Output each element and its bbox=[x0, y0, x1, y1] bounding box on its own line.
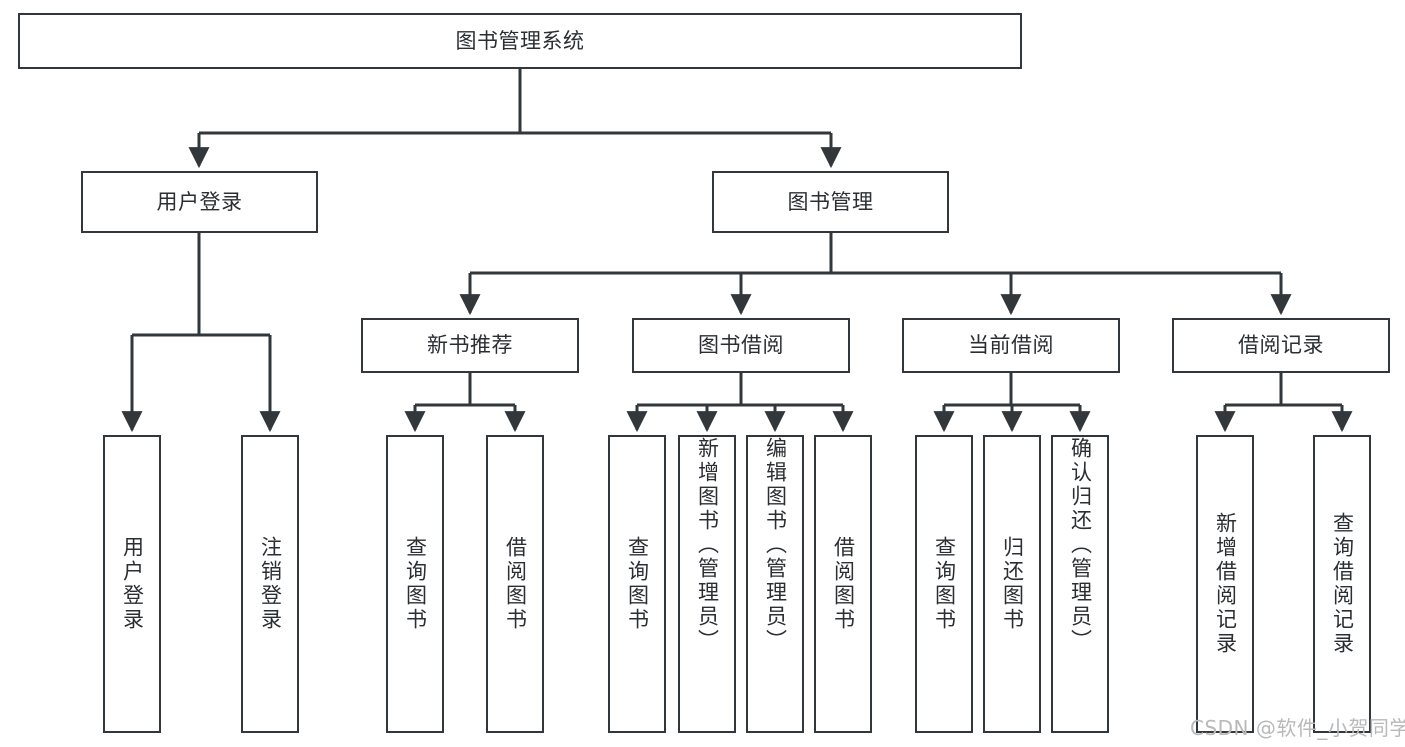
leaf-query-borrow-record[interactable]: 查询借阅记录 bbox=[1313, 435, 1371, 733]
leaf-add-book-admin[interactable]: 新增图书（管理员） bbox=[678, 435, 736, 733]
node-new-book-recommend[interactable]: 新书推荐 bbox=[361, 318, 579, 373]
leaf-add-book-admin-label: 新增图书（管理员） bbox=[695, 437, 720, 653]
leaf-return-book-label: 归还图书 bbox=[1000, 536, 1025, 632]
node-root-label: 图书管理系统 bbox=[455, 28, 585, 53]
leaf-borrow-book-nbr[interactable]: 借阅图书 bbox=[486, 435, 544, 733]
leaf-user-login-label: 用户登录 bbox=[120, 536, 145, 632]
leaf-edit-book-admin-label: 编辑图书（管理员） bbox=[763, 437, 788, 653]
leaf-borrow-book-nbr-label: 借阅图书 bbox=[503, 536, 528, 632]
leaf-add-borrow-record-label: 新增借阅记录 bbox=[1213, 512, 1238, 656]
leaf-logout-label: 注销登录 bbox=[258, 536, 283, 632]
node-root[interactable]: 图书管理系统 bbox=[18, 13, 1022, 69]
leaf-add-borrow-record[interactable]: 新增借阅记录 bbox=[1196, 435, 1254, 733]
node-current-borrow[interactable]: 当前借阅 bbox=[902, 318, 1120, 373]
leaf-query-book-cb-label: 查询图书 bbox=[932, 536, 957, 632]
node-borrow-record-label: 借阅记录 bbox=[1238, 333, 1324, 358]
leaf-query-borrow-record-label: 查询借阅记录 bbox=[1330, 512, 1355, 656]
leaf-edit-book-admin[interactable]: 编辑图书（管理员） bbox=[746, 435, 804, 733]
leaf-confirm-return-admin[interactable]: 确认归还（管理员） bbox=[1051, 435, 1109, 733]
node-user-login[interactable]: 用户登录 bbox=[81, 171, 318, 233]
leaf-query-book-nbr[interactable]: 查询图书 bbox=[386, 435, 444, 733]
leaf-confirm-return-admin-label: 确认归还（管理员） bbox=[1068, 437, 1093, 653]
node-book-borrow-label: 图书借阅 bbox=[698, 333, 784, 358]
leaf-user-login[interactable]: 用户登录 bbox=[103, 435, 161, 733]
leaf-query-book-bb-label: 查询图书 bbox=[625, 536, 650, 632]
leaf-query-book-cb[interactable]: 查询图书 bbox=[915, 435, 973, 733]
leaf-borrow-book-bb[interactable]: 借阅图书 bbox=[814, 435, 872, 733]
leaf-return-book[interactable]: 归还图书 bbox=[983, 435, 1041, 733]
node-book-borrow[interactable]: 图书借阅 bbox=[632, 318, 850, 373]
node-user-login-label: 用户登录 bbox=[156, 189, 243, 214]
node-book-management-label: 图书管理 bbox=[787, 189, 874, 214]
node-new-book-recommend-label: 新书推荐 bbox=[427, 333, 513, 358]
leaf-borrow-book-bb-label: 借阅图书 bbox=[831, 536, 856, 632]
leaf-query-book-nbr-label: 查询图书 bbox=[403, 536, 428, 632]
leaf-logout[interactable]: 注销登录 bbox=[241, 435, 299, 733]
node-borrow-record[interactable]: 借阅记录 bbox=[1172, 318, 1390, 373]
node-current-borrow-label: 当前借阅 bbox=[968, 333, 1054, 358]
node-book-management[interactable]: 图书管理 bbox=[712, 171, 949, 233]
leaf-query-book-bb[interactable]: 查询图书 bbox=[608, 435, 666, 733]
